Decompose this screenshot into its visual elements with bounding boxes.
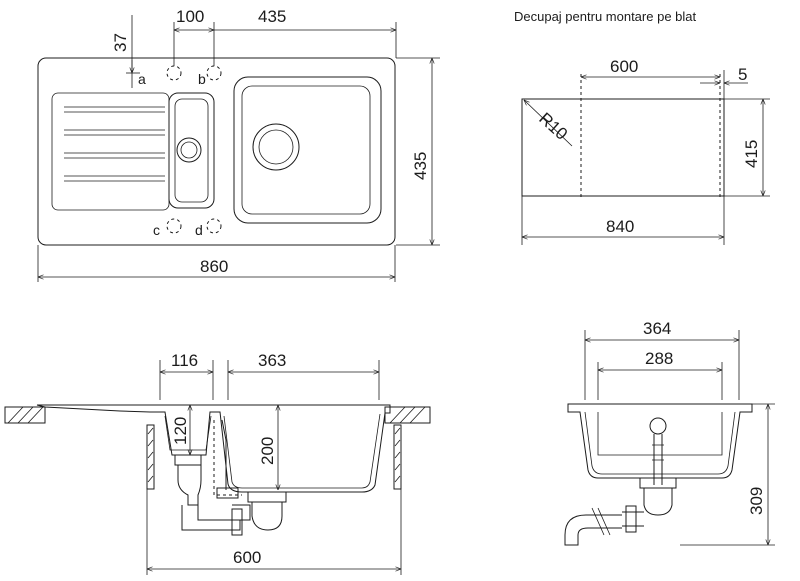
tap-hole-a-icon — [166, 65, 182, 81]
sink-outline — [37, 57, 396, 246]
main-bowl — [233, 76, 382, 224]
end-section-view: 364 288 309 — [564, 319, 775, 546]
dim-tap-offset: 37 — [111, 33, 130, 52]
dim-end-height: 309 — [747, 487, 766, 515]
main-waste — [247, 491, 287, 503]
drainer-board — [51, 92, 170, 211]
dim-cutout-width: 600 — [610, 57, 638, 76]
small-bowl-drain — [176, 137, 202, 163]
dim-cutout-offset: 5 — [738, 65, 747, 84]
dim-cutout-height: 415 — [742, 140, 761, 168]
overflow-icon — [649, 417, 667, 435]
tap-label-b: b — [198, 71, 206, 87]
top-view: a b c d 37 100 435 435 860 — [37, 7, 440, 282]
tap-label-c: c — [153, 222, 160, 238]
tap-hole-d-icon — [206, 218, 222, 234]
tap-hole-b-icon — [206, 65, 222, 81]
worktop-left — [4, 406, 46, 424]
dim-depth: 435 — [411, 152, 430, 180]
dim-main-bowl-width: 363 — [258, 351, 286, 370]
dim-end-outer-width: 364 — [643, 319, 671, 338]
dim-main-depth: 200 — [258, 437, 277, 465]
cutout-view: Decupaj pentru montare pe blat 600 5 415… — [514, 9, 770, 245]
cutout-outline — [521, 98, 725, 197]
dim-overall-width: 860 — [200, 257, 228, 276]
sink-section — [36, 404, 391, 493]
end-section-outline — [567, 403, 753, 479]
tap-label-d: d — [195, 222, 203, 238]
small-bowl — [168, 92, 215, 209]
tap-label-a: a — [138, 71, 146, 87]
tap-hole-c-icon — [166, 218, 182, 234]
dim-cabinet-width: 600 — [233, 548, 261, 567]
small-waste — [174, 454, 202, 466]
dim-small-bowl-width: 116 — [171, 351, 198, 370]
dim-end-inner-width: 288 — [645, 349, 673, 368]
dim-cutout-overall: 840 — [606, 217, 634, 236]
dim-small-depth: 120 — [171, 417, 190, 445]
dim-main-width: 435 — [258, 7, 286, 26]
cutout-title: Decupaj pentru montare pe blat — [514, 9, 697, 24]
dim-corner-radius: R10 — [535, 109, 571, 144]
side-section-view: 116 363 120 200 600 — [4, 351, 431, 575]
dim-bowl-gap: 100 — [176, 7, 204, 26]
main-bowl-drain — [252, 123, 300, 171]
